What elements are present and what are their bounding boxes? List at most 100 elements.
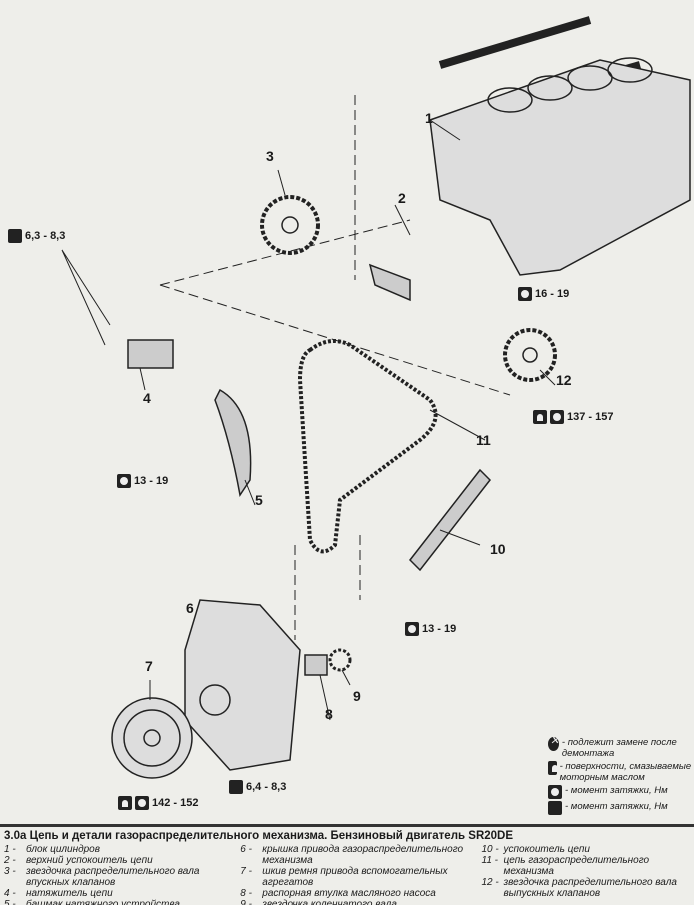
- chain-guide: [409, 468, 491, 572]
- callout-10: 10: [490, 541, 506, 557]
- callout-1: 1: [425, 110, 433, 126]
- legend-item: - момент затяжки, Нм: [548, 801, 694, 815]
- part-name: звездочка коленчатого вала: [262, 899, 397, 905]
- callout-4: 4: [143, 390, 151, 406]
- oil-icon: [548, 761, 558, 775]
- timing-chain: [297, 339, 438, 554]
- callout-8: 8: [325, 706, 333, 722]
- replace-icon: [548, 736, 559, 751]
- part-name: башмак натяжного устройства: [26, 899, 180, 905]
- callout-5: 5: [255, 492, 263, 508]
- front-cover: [184, 599, 301, 771]
- callout-9: 9: [353, 688, 361, 704]
- part-name: натяжитель цепи: [26, 888, 113, 899]
- legend-text: - момент затяжки, Нм: [565, 801, 668, 812]
- parts-list-item: 12 -звездочка распределительного вала вы…: [482, 877, 694, 899]
- callout-6: 6: [186, 600, 194, 616]
- cylinder-block: [429, 57, 691, 276]
- oil-icon: [118, 796, 132, 810]
- caption-title: 3.0a Цепь и детали газораспределительног…: [4, 830, 514, 842]
- legend-text: - поверхности, смазываемые моторным масл…: [559, 761, 692, 783]
- oil-icon: [533, 410, 547, 424]
- part-number: 4 -: [4, 888, 16, 899]
- torque-guide: 13 - 19: [405, 622, 456, 636]
- torque-wrench-icon: [117, 474, 131, 488]
- leader-lines: [61, 119, 556, 721]
- parts-list-item: 6 - крышка привода газораспределительного…: [240, 844, 477, 866]
- symbol-legend: - подлежит замене после демонтажа - пове…: [548, 736, 694, 817]
- callout-12: 12: [556, 372, 572, 388]
- torque-value: 16 - 19: [535, 288, 570, 300]
- torque-wrench-icon: [548, 785, 562, 799]
- parts-list-item: 11 - цепь газораспределительного механизм…: [482, 855, 694, 877]
- torque-upper-guide: 16 - 19: [518, 287, 569, 301]
- parts-list-item: 4 - натяжитель цепи: [4, 888, 236, 899]
- part-number: 10 -: [481, 844, 499, 855]
- torque-value: 6,4 - 8,3: [246, 781, 287, 793]
- legend-text: - подлежит замене после демонтажа: [561, 737, 677, 759]
- parts-list-item: 3 - звездочка распределительного вала впу…: [4, 866, 236, 888]
- part-name: распорная втулка масляного насоса: [262, 888, 436, 899]
- legend-item: - подлежит замене после демонтажа: [548, 736, 694, 759]
- parts-list-item: 2 - верхний успокоитель цепи: [4, 855, 236, 866]
- torque-wrench-icon: [135, 796, 149, 810]
- torque-value: 142 - 152: [152, 797, 199, 809]
- figure-caption: 3.0a Цепь и детали газораспределительног…: [0, 824, 694, 905]
- sprocket-exhaust: [503, 328, 557, 382]
- torque-shoe: 13 - 19: [117, 474, 168, 488]
- part-name: звездочка распределительного вала выпуск…: [503, 877, 677, 899]
- legend-text: - момент затяжки, Нм: [565, 785, 668, 796]
- callout-3: 3: [266, 148, 274, 164]
- upper-guide: [368, 263, 411, 302]
- part-name: блок цилиндров: [26, 844, 100, 855]
- parts-column: 10 - успокоитель цепи 11 - цепь газораспред…: [478, 844, 694, 905]
- torque-value: 6,3 - 8,3: [25, 230, 66, 242]
- part-number: 3 -: [4, 866, 16, 877]
- parts-column: 6 - крышка привода газораспределительного…: [236, 844, 477, 905]
- torque-cover: 6,4 - 8,3: [229, 780, 286, 794]
- part-number: 9 -: [240, 899, 252, 905]
- part-number: 5 -: [4, 899, 16, 905]
- parts-list-item: 9 - звездочка коленчатого вала: [240, 899, 477, 905]
- part-number: 8 -: [240, 888, 252, 899]
- parts-list: 1 - блок цилиндров 2 - верхний успокоитель …: [0, 844, 694, 905]
- parts-list-item: 5 - башмак натяжного устройства: [4, 899, 236, 905]
- callout-2: 2: [398, 190, 406, 206]
- part-number: 7 -: [240, 866, 252, 877]
- torque-wrench-icon: [550, 410, 564, 424]
- legend-item: - момент затяжки, Нм: [548, 785, 694, 799]
- torque-pulley: 142 - 152: [118, 796, 198, 810]
- part-number: 2 -: [4, 855, 16, 866]
- crank-sprocket: [328, 648, 352, 672]
- part-name: шкив ремня привода вспомогательных агрег…: [262, 866, 448, 888]
- torque-tensioner: 6,3 - 8,3: [8, 229, 65, 243]
- parts-list-item: 8 - распорная втулка масляного насоса: [240, 888, 477, 899]
- parts-list-item: 7 - шкив ремня привода вспомогательных аг…: [240, 866, 477, 888]
- chain-tensioner: [127, 339, 174, 369]
- parts-column: 1 - блок цилиндров 2 - верхний успокоитель …: [0, 844, 236, 905]
- parts-list-item: 10 - успокоитель цепи: [482, 844, 694, 855]
- torque-sealant-icon: [229, 780, 243, 794]
- part-name: цепь газораспределительного механизма: [503, 855, 650, 877]
- legend-item: - поверхности, смазываемые моторным масл…: [548, 761, 694, 783]
- part-name: звездочка распределительного вала впускн…: [26, 866, 200, 888]
- exploded-view-drawing: [61, 16, 691, 779]
- part-name: верхний успокоитель цепи: [26, 855, 153, 866]
- part-name: успокоитель цепи: [503, 844, 591, 855]
- torque-wrench-icon: [518, 287, 532, 301]
- sprocket-intake: [260, 195, 320, 255]
- tensioner-shoe: [214, 388, 252, 497]
- part-number: 6 -: [240, 844, 252, 855]
- part-name: крышка привода газораспределительного ме…: [262, 844, 464, 866]
- torque-value: 13 - 19: [134, 475, 169, 487]
- crank-pulley: [111, 697, 193, 779]
- torque-exhaust-sprocket: 137 - 157: [533, 410, 613, 424]
- assembly-lines: [159, 95, 511, 640]
- torque-sealant-icon: [8, 229, 22, 243]
- torque-value: 13 - 19: [422, 623, 457, 635]
- part-number: 11 -: [481, 855, 499, 866]
- callout-11: 11: [476, 432, 491, 448]
- part-number: 1 -: [4, 844, 16, 855]
- torque-value: 137 - 157: [567, 411, 614, 423]
